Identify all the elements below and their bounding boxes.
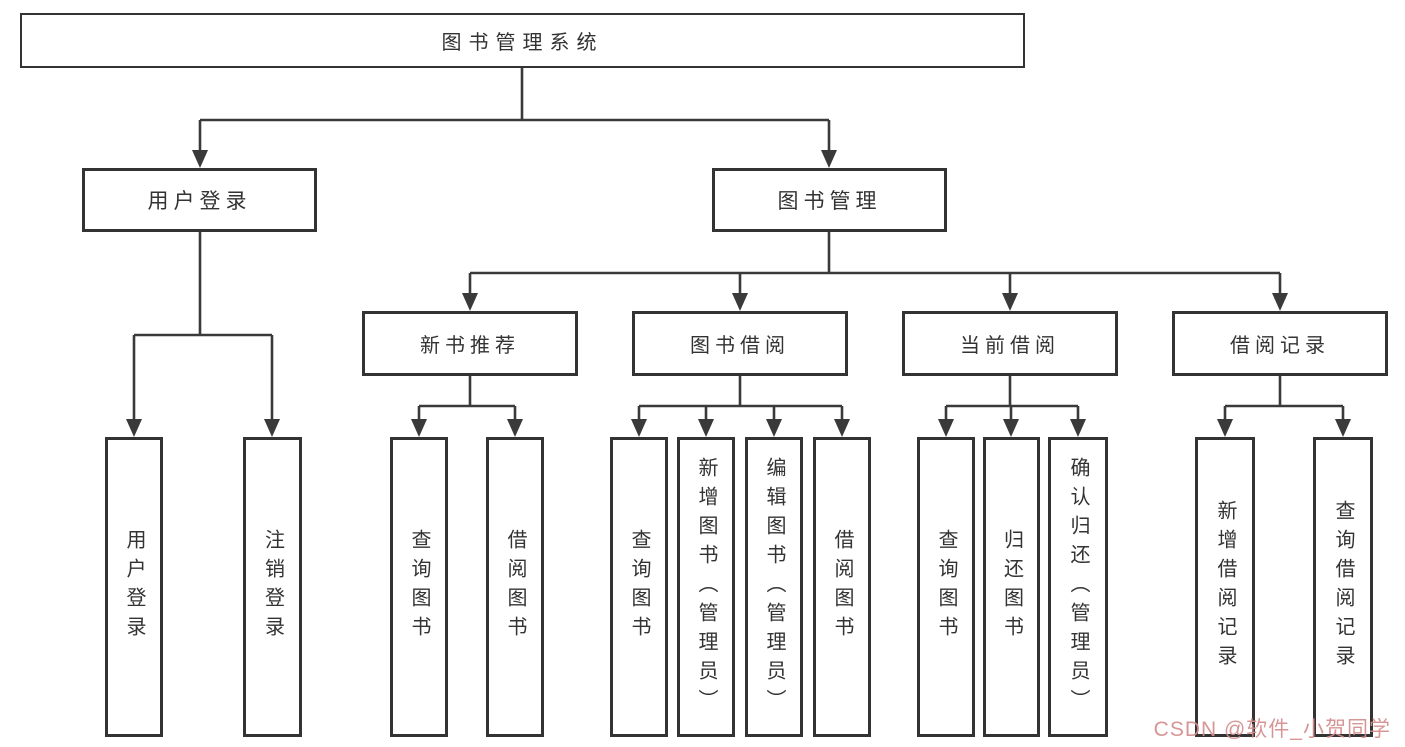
arrowhead-icon xyxy=(1335,419,1351,437)
leaf-newbook-query-books: 查询图书 xyxy=(390,437,448,737)
node-label: 借阅图书 xyxy=(504,529,526,645)
node-label: 归还图书 xyxy=(1000,529,1023,645)
connector-new-book-to-leaves xyxy=(411,376,523,437)
leaf-borrow-borrow-books: 借阅图书 xyxy=(813,437,871,737)
arrowhead-icon xyxy=(1070,419,1086,437)
csdn-watermark: CSDN @软件_小贺同学 xyxy=(1153,718,1391,741)
connector-borrow-records-to-leaves xyxy=(1217,376,1351,437)
leaf-records-add-borrow-record: 新增借阅记录 xyxy=(1195,437,1255,737)
node-new-book-recommendation: 新书推荐 xyxy=(362,311,578,376)
arrowhead-icon xyxy=(1002,293,1018,311)
arrowhead-icon xyxy=(1217,419,1233,437)
arrowhead-icon xyxy=(821,150,837,168)
leaf-current-query-books: 查询图书 xyxy=(917,437,975,737)
arrowhead-icon xyxy=(192,150,208,168)
arrowhead-icon xyxy=(631,419,647,437)
leaf-borrow-query-books: 查询图书 xyxy=(610,437,668,737)
node-label: 新增图书（管理员） xyxy=(695,456,717,718)
node-label: 查询图书 xyxy=(408,529,430,645)
arrowhead-icon xyxy=(766,419,782,437)
connector-root-to-branches xyxy=(192,68,837,168)
node-library-system: 图书管理系统 xyxy=(20,13,1025,68)
connector-book-management-to-groups xyxy=(462,232,1288,311)
arrowhead-icon xyxy=(1272,293,1288,311)
node-label: 新增借阅记录 xyxy=(1214,500,1236,674)
node-label: 编辑图书（管理员） xyxy=(763,456,785,718)
node-borrowing-records: 借阅记录 xyxy=(1172,311,1388,376)
arrowhead-icon xyxy=(411,419,427,437)
node-label: 查询借阅记录 xyxy=(1332,500,1354,674)
arrowhead-icon xyxy=(126,419,142,437)
node-label: 借阅图书 xyxy=(831,529,853,645)
leaf-records-query-borrow-record: 查询借阅记录 xyxy=(1313,437,1373,737)
node-label: 图书管理 xyxy=(777,190,882,213)
node-label: 确认归还（管理员） xyxy=(1067,456,1089,718)
node-label: 注销登录 xyxy=(261,529,284,645)
leaf-current-confirm-return-admin: 确认归还（管理员） xyxy=(1048,437,1108,737)
node-label: 图书管理系统 xyxy=(441,32,604,54)
connector-user-login-to-leaves xyxy=(126,232,280,437)
arrowhead-icon xyxy=(834,419,850,437)
node-label: 新书推荐 xyxy=(420,335,520,357)
node-book-borrowing: 图书借阅 xyxy=(632,311,848,376)
connector-current-borrow-to-leaves xyxy=(938,376,1086,437)
leaf-logout-login: 注销登录 xyxy=(243,437,302,737)
node-label: 图书借阅 xyxy=(690,335,790,357)
node-book-management: 图书管理 xyxy=(712,168,947,232)
leaf-borrow-edit-books-admin: 编辑图书（管理员） xyxy=(745,437,803,737)
leaf-current-return-books: 归还图书 xyxy=(983,437,1040,737)
node-label: 借阅记录 xyxy=(1230,335,1330,357)
leaf-borrow-add-books-admin: 新增图书（管理员） xyxy=(677,437,735,737)
node-user-login: 用户登录 xyxy=(82,168,317,232)
arrowhead-icon xyxy=(264,419,280,437)
leaf-user-login: 用户登录 xyxy=(105,437,163,737)
arrowhead-icon xyxy=(462,293,478,311)
arrowhead-icon xyxy=(507,419,523,437)
arrowhead-icon xyxy=(732,293,748,311)
node-label: 用户登录 xyxy=(123,529,145,645)
connector-book-borrow-to-leaves xyxy=(631,376,850,437)
node-label: 当前借阅 xyxy=(960,335,1060,357)
arrowhead-icon xyxy=(698,419,714,437)
arrowhead-icon xyxy=(1003,419,1019,437)
arrowhead-icon xyxy=(938,419,954,437)
node-label: 查询图书 xyxy=(628,529,650,645)
node-label: 用户登录 xyxy=(147,190,252,213)
leaf-newbook-borrow-books: 借阅图书 xyxy=(486,437,544,737)
node-current-borrowing: 当前借阅 xyxy=(902,311,1118,376)
node-label: 查询图书 xyxy=(935,529,957,645)
